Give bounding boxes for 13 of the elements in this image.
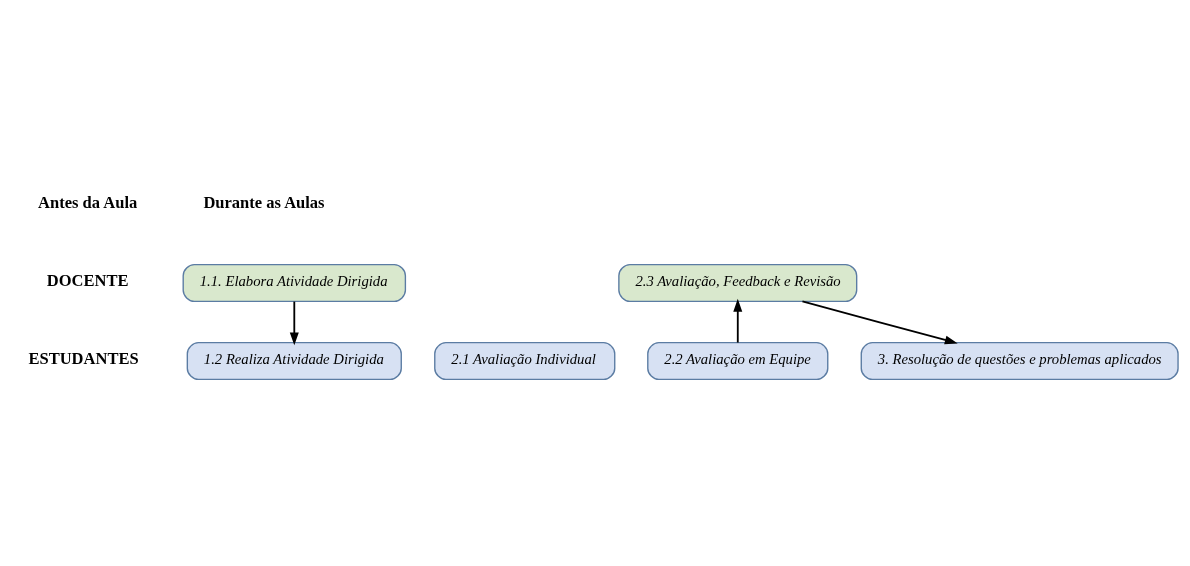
label: Antes da Aula (38, 193, 138, 213)
arrow (289, 300, 299, 346)
node-box: 1.1. Elabora Atividade Dirigida (182, 263, 407, 303)
node-box: 2.3 Avaliação, Feedback e Revisão (618, 263, 858, 303)
node-box: 2.1 Avaliação Individual (434, 342, 616, 381)
arrow (733, 298, 743, 344)
arrow (801, 300, 958, 345)
label: DOCENTE (46, 271, 129, 291)
label: ESTUDANTES (28, 349, 139, 369)
node-box: 3. Resolução de questões e problemas aplicados (860, 342, 1179, 381)
label: Durante as Aulas (203, 193, 325, 213)
node-box: 2.2 Avaliação em Equipe (647, 342, 829, 381)
node-box: 1.2 Realiza Atividade Dirigida (186, 342, 402, 381)
